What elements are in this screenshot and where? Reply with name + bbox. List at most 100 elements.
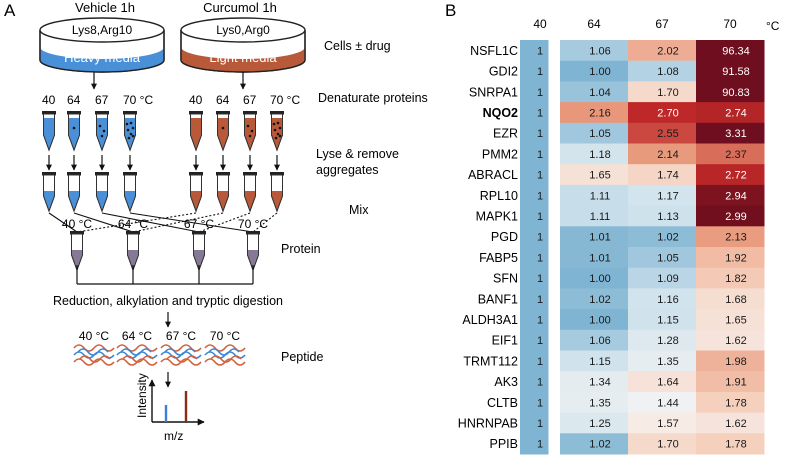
- panel-a-letter: A: [4, 1, 16, 20]
- mix-lines: [48, 212, 278, 233]
- cell-value-GDI2-40: 1: [537, 66, 543, 78]
- cell-PGD-67: [628, 226, 697, 248]
- cell-CLTB-64: [560, 391, 629, 414]
- cell-value-PGD-70: 2.13: [725, 232, 746, 244]
- peptide-temp-3: 70 °C: [210, 329, 240, 343]
- curcumol-dish-lid: [180, 17, 306, 43]
- tube-light-1: [216, 111, 230, 152]
- cell-value-TRMT112-70: 1.98: [725, 356, 746, 368]
- cell-ALDH3A1-70: [696, 309, 765, 331]
- cell-value-ALDH3A1-70: 1.65: [725, 314, 746, 326]
- tube-heavy-lysed-1: [67, 172, 81, 213]
- cell-value-PGD-64: 1.01: [589, 232, 610, 244]
- gene-label-SNRPA1: SNRPA1: [469, 85, 518, 99]
- cell-value-SFN-70: 1.82: [725, 273, 746, 285]
- cell-value-SNRPA1-64: 1.04: [589, 87, 610, 99]
- cell-PPIB-64: [560, 433, 629, 455]
- cell-value-PPIB-70: 1.78: [725, 439, 746, 451]
- tube-heavy-2: [95, 111, 109, 152]
- vehicle-dish: Vehicle 1h Lys8,Arg10 Heavy media: [39, 0, 165, 73]
- temp-left-0: 40: [42, 93, 56, 107]
- step-mix: Mix: [349, 203, 369, 217]
- cell-ABRACL-40: [520, 164, 549, 186]
- step-cells-drug: Cells ± drug: [324, 39, 391, 53]
- cell-EZR-40: [520, 122, 549, 144]
- gene-label-FABP5: FABP5: [479, 251, 518, 265]
- cell-ABRACL-67: [628, 164, 697, 186]
- ms-spectrum: Intensity m/z: [135, 373, 205, 443]
- tube-light-lysed-1: [216, 172, 230, 213]
- tube-light-lysed-3: [270, 172, 284, 213]
- cell-value-MAPK1-67: 1.13: [657, 211, 678, 223]
- temp-left-3: 70 °C: [123, 93, 153, 107]
- gene-label-ALDH3A1: ALDH3A1: [462, 313, 518, 327]
- cell-value-SNRPA1-40: 1: [537, 87, 543, 99]
- cell-value-NSFL1C-64: 1.06: [589, 45, 610, 57]
- cell-value-HNRNPAB-64: 1.25: [589, 418, 610, 430]
- vehicle-dish-lid: [39, 17, 165, 43]
- cell-value-GDI2-64: 1.00: [589, 66, 610, 78]
- cell-RPL10-70: [696, 184, 765, 207]
- cell-NQO2-70: [696, 102, 765, 124]
- temp-right-2: 67: [243, 93, 257, 107]
- col-header-64: 64: [587, 17, 601, 31]
- mix-temp-3: 70 °C: [238, 217, 268, 231]
- cell-RPL10-67: [628, 184, 697, 207]
- cell-BANF1-70: [696, 288, 765, 310]
- cell-value-TRMT112-64: 1.15: [589, 356, 610, 368]
- cell-PPIB-40: [520, 433, 549, 455]
- cell-FABP5-67: [628, 247, 697, 269]
- gene-label-PGD: PGD: [491, 230, 518, 244]
- tube-heavy-3: [123, 111, 137, 152]
- cell-RPL10-40: [520, 184, 549, 207]
- cell-TRMT112-40: [520, 350, 549, 372]
- step-digestion: Reduction, alkylation and tryptic digest…: [53, 294, 283, 308]
- cell-ABRACL-64: [560, 164, 629, 186]
- cell-value-PMM2-64: 1.18: [589, 149, 610, 161]
- peptide-group-2: [160, 344, 202, 366]
- cell-value-EZR-70: 3.31: [725, 128, 746, 140]
- cell-HNRNPAB-64: [560, 412, 629, 434]
- cell-value-RPL10-40: 1: [537, 190, 543, 202]
- light-media-fill: [181, 47, 305, 72]
- tube-protein-3: [246, 231, 260, 272]
- step-peptide: Peptide: [281, 350, 323, 364]
- temp-right-1: 64: [216, 93, 230, 107]
- step-aggregates: aggregates: [316, 163, 379, 177]
- cell-value-GDI2-70: 91.58: [722, 66, 750, 78]
- cell-value-ABRACL-67: 1.74: [657, 170, 678, 182]
- tube-light-lysed-2: [243, 172, 257, 213]
- cell-value-TRMT112-67: 1.35: [657, 356, 678, 368]
- cell-value-EZR-67: 2.55: [657, 128, 678, 140]
- cell-value-BANF1-40: 1: [537, 294, 543, 306]
- gene-label-GDI2: GDI2: [489, 65, 518, 79]
- cell-value-CLTB-70: 1.78: [725, 397, 746, 409]
- cell-CLTB-40: [520, 391, 549, 414]
- gene-label-PMM2: PMM2: [482, 147, 518, 161]
- gene-label-MAPK1: MAPK1: [476, 209, 518, 223]
- cell-value-AK3-70: 1.91: [725, 377, 746, 389]
- cell-BANF1-67: [628, 288, 697, 310]
- cell-value-ALDH3A1-67: 1.15: [657, 314, 678, 326]
- temp-left-2: 67: [95, 93, 109, 107]
- tube-protein-2: [192, 231, 206, 272]
- tube-light-lysed-0: [189, 172, 203, 213]
- heatmap-unit: °C: [766, 19, 780, 33]
- cell-value-FABP5-40: 1: [537, 252, 543, 264]
- cell-BANF1-64: [560, 288, 629, 310]
- cell-value-RPL10-70: 2.94: [725, 190, 746, 202]
- step-lyse: Lyse & remove: [316, 147, 399, 161]
- cell-PMM2-64: [560, 143, 629, 165]
- tube-heavy-lysed-3: [123, 172, 137, 213]
